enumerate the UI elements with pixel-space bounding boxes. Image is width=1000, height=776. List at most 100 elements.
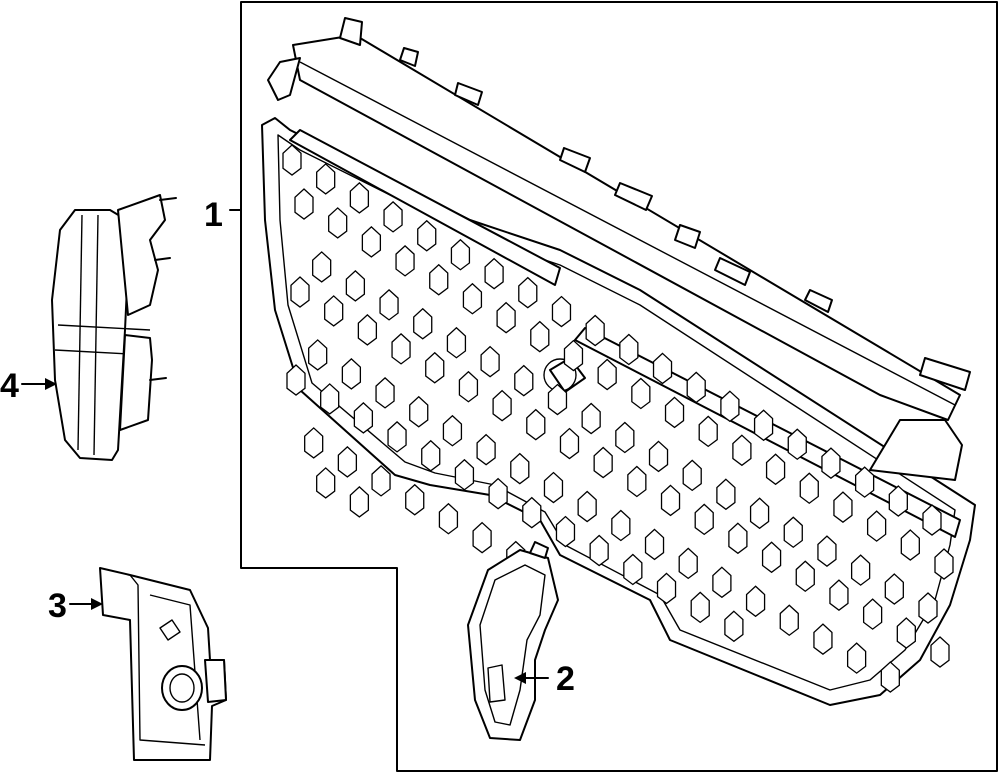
mesh-cell <box>829 579 849 611</box>
mesh-cell <box>597 358 617 391</box>
mesh-cell <box>615 421 635 454</box>
callout-1-label: 1 <box>204 196 223 234</box>
mesh-cell <box>492 389 512 422</box>
mesh-cell <box>934 548 954 580</box>
mesh-cell <box>787 428 807 461</box>
mesh-cell <box>320 383 340 415</box>
mesh-cell <box>648 440 669 473</box>
bracket-plate-part-3[interactable] <box>99 567 227 761</box>
callout-3: 3 <box>48 587 103 625</box>
mesh-cell <box>361 226 382 258</box>
mesh-cell <box>644 528 665 561</box>
mesh-cell <box>652 352 673 385</box>
callout-4: 4 <box>0 367 57 405</box>
mesh-cell <box>496 301 516 334</box>
mesh-cell <box>413 307 433 340</box>
mesh-cell <box>795 560 815 593</box>
mesh-cell <box>862 598 883 630</box>
mesh-cell <box>585 314 605 347</box>
mesh-cell <box>821 447 841 479</box>
mesh-cell <box>918 592 938 624</box>
mesh-cell <box>900 529 920 561</box>
mesh-cell <box>728 522 748 555</box>
mesh-cell <box>720 390 740 423</box>
mesh-cell <box>846 642 867 674</box>
mesh-cell <box>438 502 459 535</box>
mesh-cell <box>357 314 378 346</box>
mesh-cell <box>551 295 572 328</box>
grille-assembly[interactable] <box>261 17 976 706</box>
mesh-cell <box>349 486 370 518</box>
mesh-cell <box>450 238 471 271</box>
arrow-icon <box>514 672 526 684</box>
mesh-cell <box>312 251 332 283</box>
mesh-cell <box>395 244 415 277</box>
mesh-cell <box>783 516 803 549</box>
mesh-cell <box>518 276 538 309</box>
mesh-cell <box>694 503 714 536</box>
grille-assembly-frame <box>240 1 998 772</box>
mesh-cell <box>391 332 411 365</box>
mounting-tabs <box>339 17 971 391</box>
mesh-cell <box>716 478 736 511</box>
mesh-cell <box>522 496 542 529</box>
mesh-cell <box>345 270 366 302</box>
mesh-cell <box>779 604 799 637</box>
mesh-cell <box>563 339 584 372</box>
mesh-cell <box>308 339 328 371</box>
mesh-cell <box>813 623 833 655</box>
mesh-cell <box>850 554 871 586</box>
mesh-cell <box>593 446 613 479</box>
mesh-cell <box>547 383 568 416</box>
mesh-cell <box>379 288 399 321</box>
mesh-cell <box>316 467 336 499</box>
mesh-cell <box>341 358 362 390</box>
callout-2-label: 2 <box>556 660 575 698</box>
mesh-cell <box>328 207 348 239</box>
mesh-cell <box>577 490 597 523</box>
mesh-cell <box>371 464 391 497</box>
mesh-cell <box>488 477 508 510</box>
mesh-cell <box>462 282 483 315</box>
mesh-cell <box>476 433 496 466</box>
mesh-cell <box>282 144 302 176</box>
mesh-cell <box>425 351 445 384</box>
mesh-cell <box>854 466 875 498</box>
mesh-cell <box>749 497 770 530</box>
mesh-cell <box>304 427 324 459</box>
mesh-cell <box>619 333 639 366</box>
mesh-cell <box>656 572 677 605</box>
mesh-cell <box>294 188 314 220</box>
mesh-cell <box>409 395 429 428</box>
mesh-cell <box>930 636 950 668</box>
mesh-cell <box>337 446 358 478</box>
mesh-cell <box>458 370 479 403</box>
mesh-cell <box>660 484 681 517</box>
mesh-cell <box>690 591 710 624</box>
mesh-cell <box>543 471 564 504</box>
mesh-cell <box>712 566 732 599</box>
mesh-cell <box>472 521 492 554</box>
mesh-cell <box>375 376 395 409</box>
mesh-cell <box>353 402 374 434</box>
mesh-cell <box>686 371 706 404</box>
mesh-cell <box>833 491 853 523</box>
mesh-cell <box>324 295 344 327</box>
mesh-cell <box>555 515 576 548</box>
callout-3-label: 3 <box>48 587 67 625</box>
mesh-cell <box>480 345 500 378</box>
mesh-cell <box>559 427 580 460</box>
mesh-cell <box>316 163 336 195</box>
mesh-cell <box>429 263 449 296</box>
grille-insert-part-4[interactable] <box>51 194 177 461</box>
mesh-cell <box>454 458 475 491</box>
callout-4-label: 4 <box>0 367 19 405</box>
arrow-icon <box>91 598 103 610</box>
grille-bracket-part-2[interactable] <box>467 541 559 741</box>
mesh-cell <box>510 452 530 485</box>
mesh-cell <box>387 420 407 453</box>
mesh-cell <box>817 535 837 567</box>
mesh-cell <box>623 553 643 586</box>
mesh-cell <box>627 465 647 498</box>
